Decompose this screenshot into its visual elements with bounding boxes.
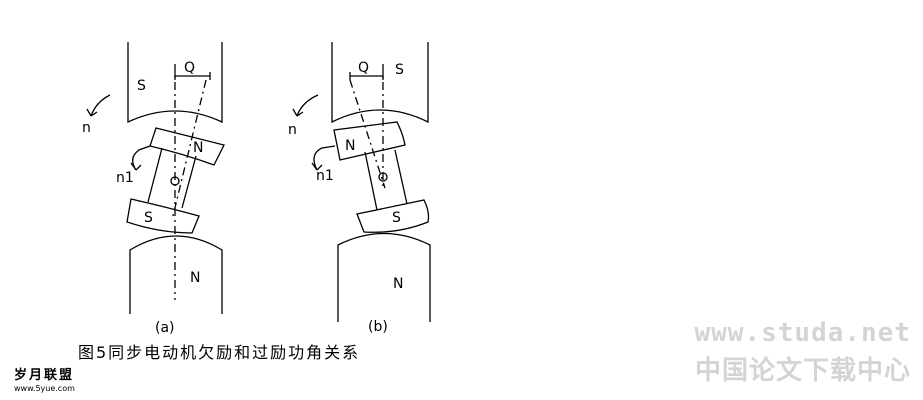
- stator-rotation-arrow-b: [292, 94, 319, 117]
- rotor-top-piece-b: [333, 121, 406, 161]
- rotor-rotation-arrow-b: [311, 145, 336, 171]
- rotor-axis-b: [349, 79, 386, 189]
- watermark-name: 中国论文下载中心: [694, 356, 911, 386]
- rotor-bar-b: [364, 149, 408, 211]
- site-logo: 岁月联盟 www.5yue.com: [14, 364, 75, 393]
- rotor-top-label-a: N: [193, 140, 203, 156]
- rotor-bottom-piece-a: [126, 198, 200, 234]
- rotor-bar-a: [147, 147, 197, 209]
- site-logo-url: www.5yue.com: [14, 384, 75, 393]
- labels-a: S N N S Q n n1 (a): [82, 60, 203, 336]
- stator-top-label-b: S: [395, 62, 404, 78]
- stator-bottom-label-b: N: [393, 276, 403, 292]
- watermark-url: www.studa.net: [694, 318, 911, 348]
- n-label-a: n: [82, 120, 91, 136]
- rotor-top-label-b: N: [345, 138, 355, 154]
- rotor-axis-a: [171, 79, 207, 221]
- stator-bottom-pole-b: [337, 232, 431, 322]
- n-label-b: n: [288, 122, 297, 138]
- rotor-bottom-piece-b: [356, 199, 430, 233]
- stator-top-label-a: S: [137, 78, 146, 94]
- figure-caption: 图5同步电动机欠励和过励功角关系: [78, 343, 361, 362]
- angle-label-b: Q: [358, 60, 369, 76]
- rotor-bottom-label-a: S: [144, 210, 153, 226]
- n1-label-a: n1: [116, 170, 134, 186]
- diagram-a: [86, 42, 225, 314]
- labels-b: S N N S Q n n1 (b): [288, 60, 404, 335]
- stator-rotation-arrow-a: [86, 94, 111, 117]
- angle-bracket-a: [174, 72, 211, 80]
- diagram-b: [292, 42, 431, 322]
- angle-label-a: Q: [184, 60, 195, 76]
- rotor-rotation-arrow-a: [130, 145, 151, 171]
- site-logo-name: 岁月联盟: [14, 368, 75, 383]
- sub-label-a: (a): [155, 320, 175, 336]
- n1-label-b: n1: [316, 168, 334, 184]
- sub-label-b: (b): [368, 319, 388, 335]
- stator-top-pole-a: [127, 42, 223, 124]
- stator-bottom-pole-a: [129, 235, 223, 314]
- stator-bottom-label-a: N: [190, 270, 200, 286]
- stator-top-pole-b: [331, 42, 429, 124]
- rotor-bottom-label-b: S: [392, 210, 401, 226]
- rotor-top-piece-a: [149, 127, 225, 166]
- angle-bracket-b: [349, 72, 384, 80]
